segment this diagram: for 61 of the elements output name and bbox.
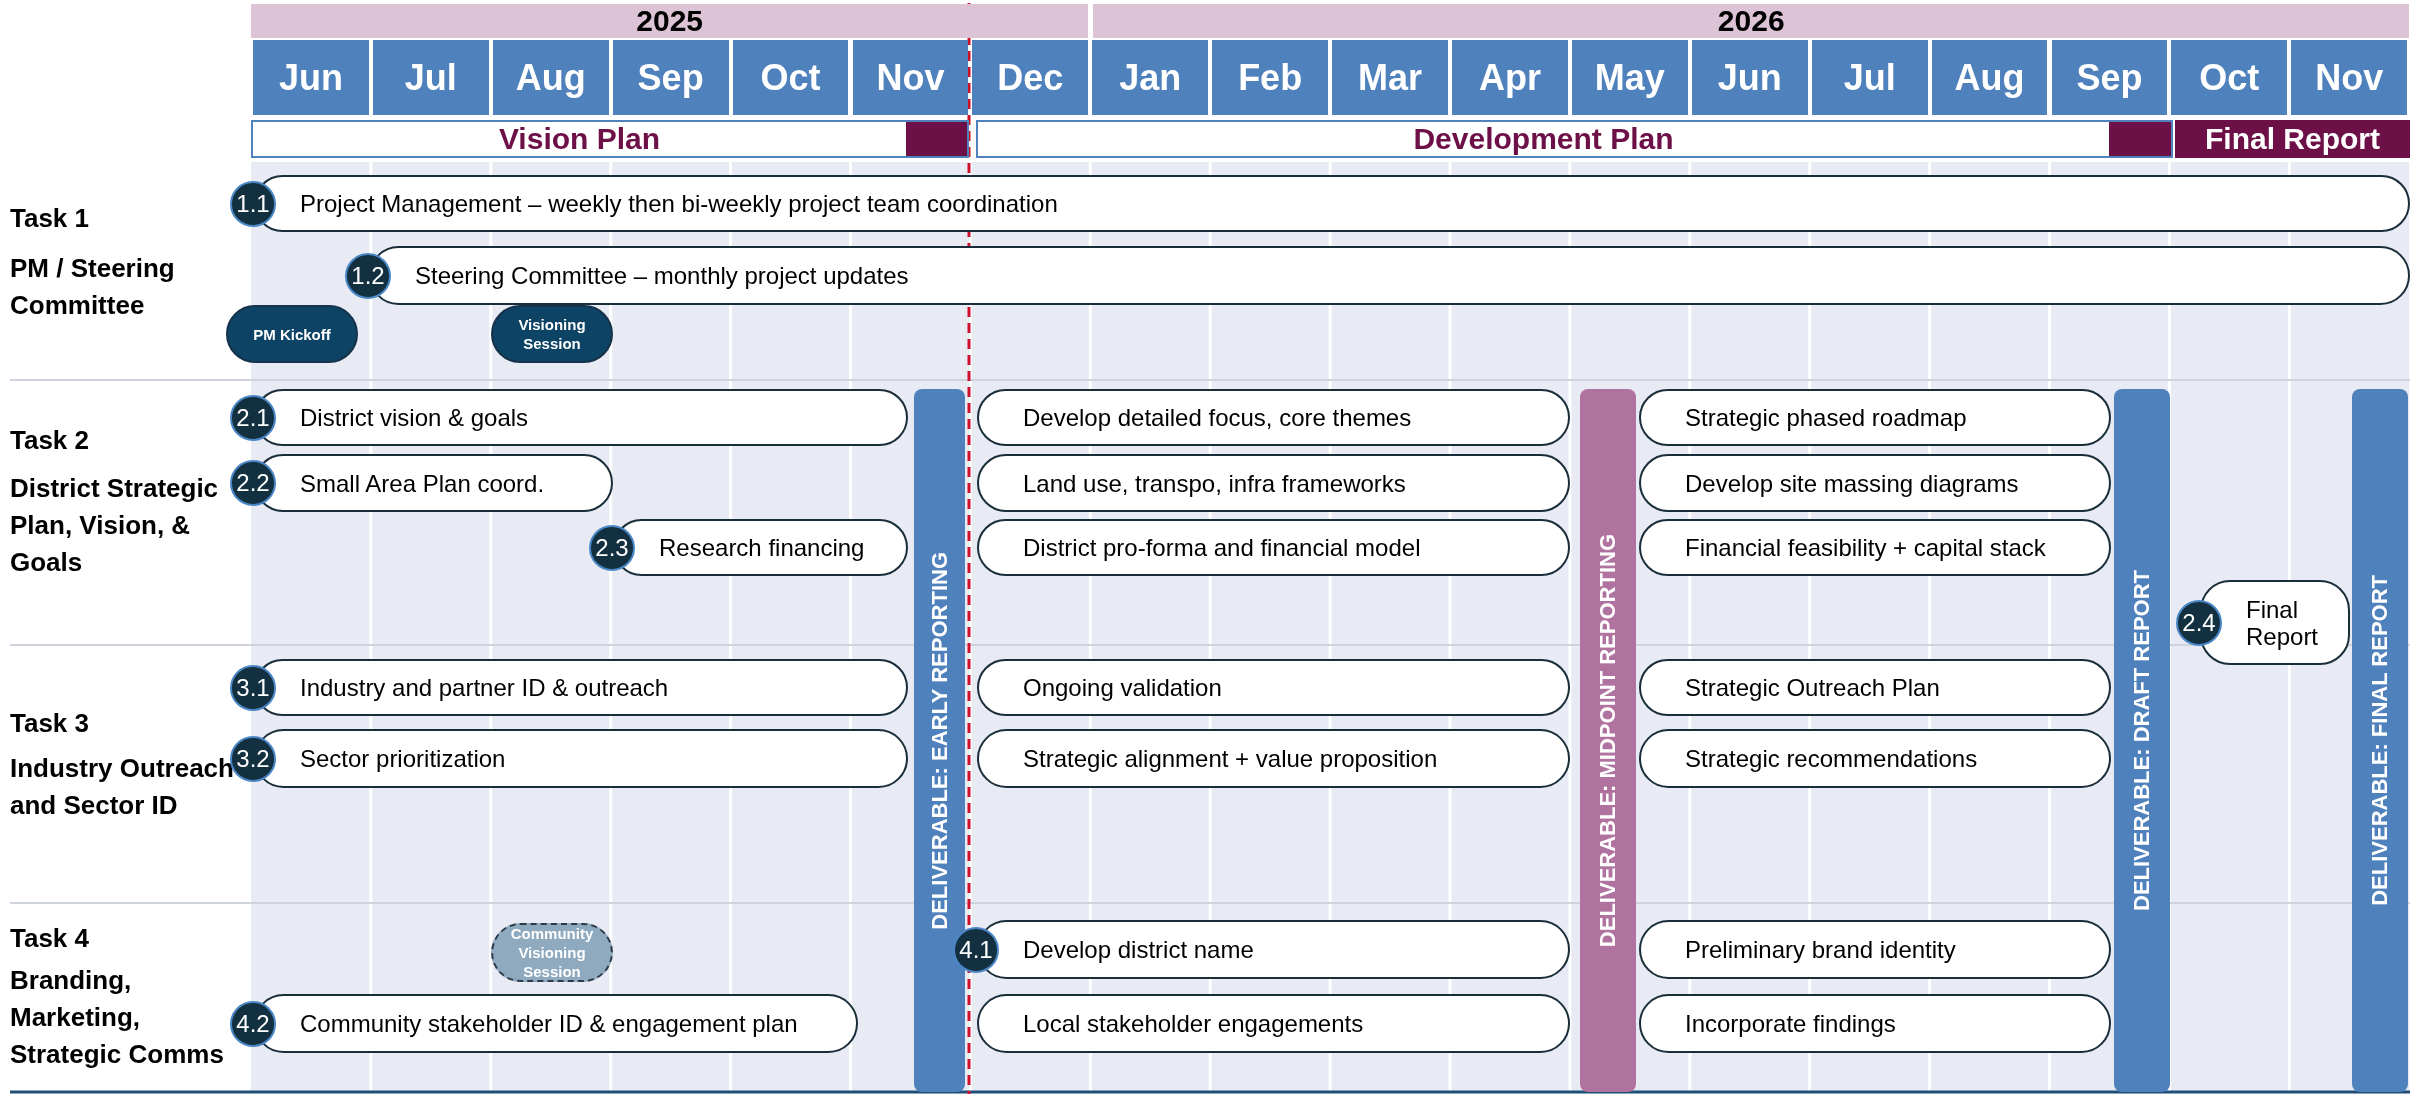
task-number: Task 1 xyxy=(10,202,90,235)
month-header: Sep xyxy=(612,40,729,115)
month-header: Jul xyxy=(372,40,489,115)
phase-band xyxy=(2175,120,2410,158)
phase-title: Development Plan xyxy=(1412,122,1675,156)
step-number-badge: 4.2 xyxy=(230,1000,276,1047)
month-header: Oct xyxy=(2171,40,2288,115)
task-bar: Ongoing validation xyxy=(977,659,1570,716)
task-bar: Strategic phased roadmap xyxy=(1639,389,2111,446)
month-header: Apr xyxy=(1452,40,1568,115)
month-header: May xyxy=(1571,40,1688,115)
milestone-pill: Visioning Session xyxy=(491,305,613,363)
deliverable-bar xyxy=(2114,389,2170,1092)
deliverable-bar xyxy=(1580,389,1636,1092)
month-header: Jun xyxy=(253,40,369,115)
task-bar: Strategic recommendations xyxy=(1639,729,2111,788)
phase-title: Vision Plan xyxy=(497,122,662,156)
month-header: Aug xyxy=(1931,40,2048,115)
month-header: Dec xyxy=(972,40,1089,115)
deliverable-label: DELIVERABLE: EARLY REPORTING xyxy=(927,551,952,930)
task-bar: Develop site massing diagrams xyxy=(1639,454,2111,512)
month-header: Jun xyxy=(1691,40,1808,115)
phase-title: Final Report xyxy=(2204,122,2381,156)
step-number-badge: 1.1 xyxy=(230,180,276,227)
deliverable-label: DELIVERABLE: FINAL REPORT xyxy=(2368,575,2392,906)
task-bar: Develop detailed focus, core themes xyxy=(977,389,1570,446)
month-header: Nov xyxy=(2291,40,2408,115)
month-header: Aug xyxy=(492,40,609,115)
month-header: Mar xyxy=(1332,40,1448,115)
task-bar: Financial feasibility + capital stack xyxy=(1639,519,2111,576)
task-bar: District pro-forma and financial model xyxy=(977,519,1570,576)
month-header: Feb xyxy=(1212,40,1329,115)
year-header: 2026 xyxy=(1093,4,2410,38)
deliverable-label: DELIVERABLE: MIDPOINT REPORTING xyxy=(1596,533,1620,948)
deliverable-label: DELIVERABLE: DRAFT REPORT xyxy=(2130,570,2154,911)
step-number-badge: 2.2 xyxy=(230,460,276,506)
year-header: 2025 xyxy=(251,4,1089,38)
deliverable-bar xyxy=(2352,389,2408,1092)
month-header: Sep xyxy=(2051,40,2168,115)
milestone-pill: PM Kickoff xyxy=(226,305,358,363)
phase-band xyxy=(976,120,2173,158)
task-title: PM / Steering Committee xyxy=(10,252,176,322)
step-number-badge: 2.1 xyxy=(230,394,276,441)
month-header: Jan xyxy=(1092,40,1209,115)
task-bar: Land use, transpo, infra frameworks xyxy=(977,454,1570,512)
task-number: Task 3 xyxy=(10,707,90,740)
task-bar: Local stakeholder engagements xyxy=(977,994,1570,1053)
month-header: Oct xyxy=(732,40,849,115)
task-bar: Incorporate findings xyxy=(1639,994,2111,1053)
task-number: Task 4 xyxy=(10,922,90,955)
task-number: Task 2 xyxy=(10,424,90,457)
task-bar: Strategic alignment + value proposition xyxy=(977,729,1570,788)
task-bar: Strategic Outreach Plan xyxy=(1639,659,2111,716)
task-title: Branding, Marketing, Strategic Comms xyxy=(10,964,225,1071)
milestone-pill: Community Visioning Session xyxy=(491,923,613,982)
month-header: Jul xyxy=(1811,40,1928,115)
month-header: Nov xyxy=(852,40,969,115)
task-title: District Strategic Plan, Vision, & Goals xyxy=(10,472,220,579)
step-number-badge: 3.1 xyxy=(230,664,276,711)
phase-band xyxy=(251,120,969,158)
task-bar: Preliminary brand identity xyxy=(1639,920,2111,979)
